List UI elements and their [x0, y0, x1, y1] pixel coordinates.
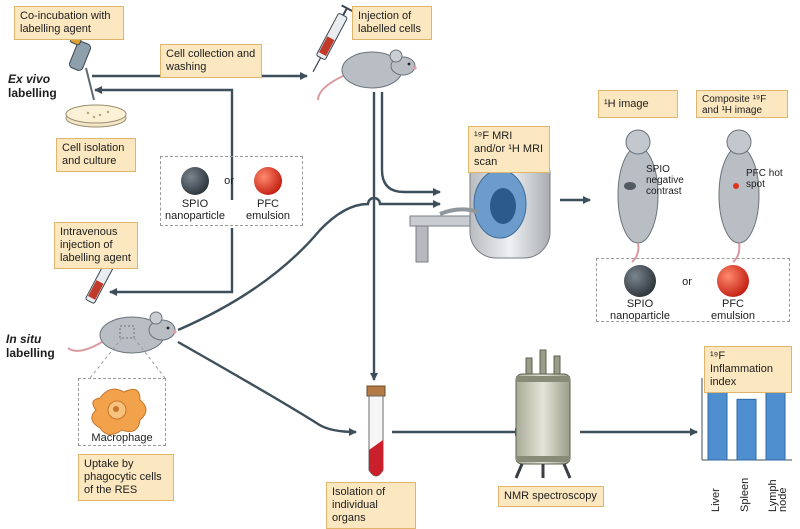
label-inflammation: ¹⁹F Inflammation index [704, 346, 792, 393]
spio-sphere-top [181, 167, 209, 195]
bar-lymph-node [765, 389, 786, 461]
arrow-to-dish [94, 86, 234, 200]
tick-label-spleen: Spleen [739, 477, 751, 512]
arrow-to-insitu [109, 228, 234, 296]
arrow-insitu-to-mri [177, 196, 441, 332]
label-intravenous: Intravenous injection of labelling agent [54, 222, 138, 269]
agent-options-box-right [596, 258, 790, 322]
arrow-injection-to-mri [380, 92, 441, 196]
spio-label-right: SPIO nanoparticle [610, 298, 670, 322]
spio-sphere-right [624, 265, 656, 297]
pfc-label-right: PFC emulsion [710, 298, 756, 322]
panel-mouse-composite [718, 129, 760, 263]
macrophage-label: Macrophage [91, 432, 153, 444]
test-tube-illustration [366, 385, 386, 477]
label-cell-collection: Cell collection and washing [160, 44, 262, 78]
tick-label-lymph-node: Lymph node [767, 479, 789, 512]
label-ex-vivo: Ex vivo labelling [8, 72, 57, 100]
mouse-top-illustration [317, 49, 417, 101]
macrophage-illustration [91, 388, 147, 435]
ex-vivo-italic: Ex vivo [8, 72, 51, 86]
inflammation-index-chart [701, 378, 792, 461]
arrow-insitu-to-organs [177, 340, 357, 436]
zoom-line-left [89, 337, 123, 379]
flow-arrows [92, 72, 698, 436]
ex-vivo-rest: labelling [8, 86, 57, 100]
pfc-label-left: PFC emulsion [245, 198, 291, 222]
diagram-canvas [65, 4, 792, 479]
petri-dish [65, 104, 127, 128]
tick-label-liver: Liver [710, 488, 722, 512]
zoom-line-right [133, 337, 166, 379]
label-in-situ: In situ labelling [6, 332, 55, 360]
label-uptake: Uptake by phagocytic cells of the RES [78, 454, 174, 501]
label-cell-isolation: Cell isolation and culture [56, 138, 136, 172]
label-isolation-organs: Isolation of individual organs [326, 482, 416, 529]
or-text-left: or [224, 175, 234, 187]
label-injection-labelled: Injection of labelled cells [352, 6, 432, 40]
label-coincubation: Co-incubation with labelling agent [14, 6, 124, 40]
syringe-top-illustration [312, 4, 353, 73]
bar-spleen [736, 398, 757, 461]
nmr-spectrometer-illustration [514, 349, 572, 479]
mouse-insitu-illustration [67, 311, 177, 354]
label-composite: Composite ¹⁹F and ¹H image [696, 90, 788, 118]
in-situ-italic: In situ [6, 332, 42, 346]
pfc-hotspot-label: PFC hot spot [746, 168, 783, 190]
bar-liver [707, 385, 728, 461]
or-text-right: or [682, 276, 692, 288]
macrophage-zoom-box [78, 378, 166, 446]
in-situ-rest: labelling [6, 346, 55, 360]
spio-label-left: SPIO nanoparticle [165, 198, 225, 222]
panel-mouse-h-image [617, 129, 659, 263]
label-nmr: NMR spectroscopy [498, 486, 604, 507]
pfc-sphere-right [717, 265, 749, 297]
mri-scanner-illustration [409, 147, 551, 263]
spio-contrast-label: SPIO negative contrast [646, 164, 684, 197]
label-mri-scan: ¹⁹F MRI and/or ¹H MRI scan [468, 126, 550, 173]
agent-options-box-left [160, 156, 303, 226]
label-h-image: ¹H image [598, 90, 678, 118]
pfc-sphere-top [254, 167, 282, 195]
